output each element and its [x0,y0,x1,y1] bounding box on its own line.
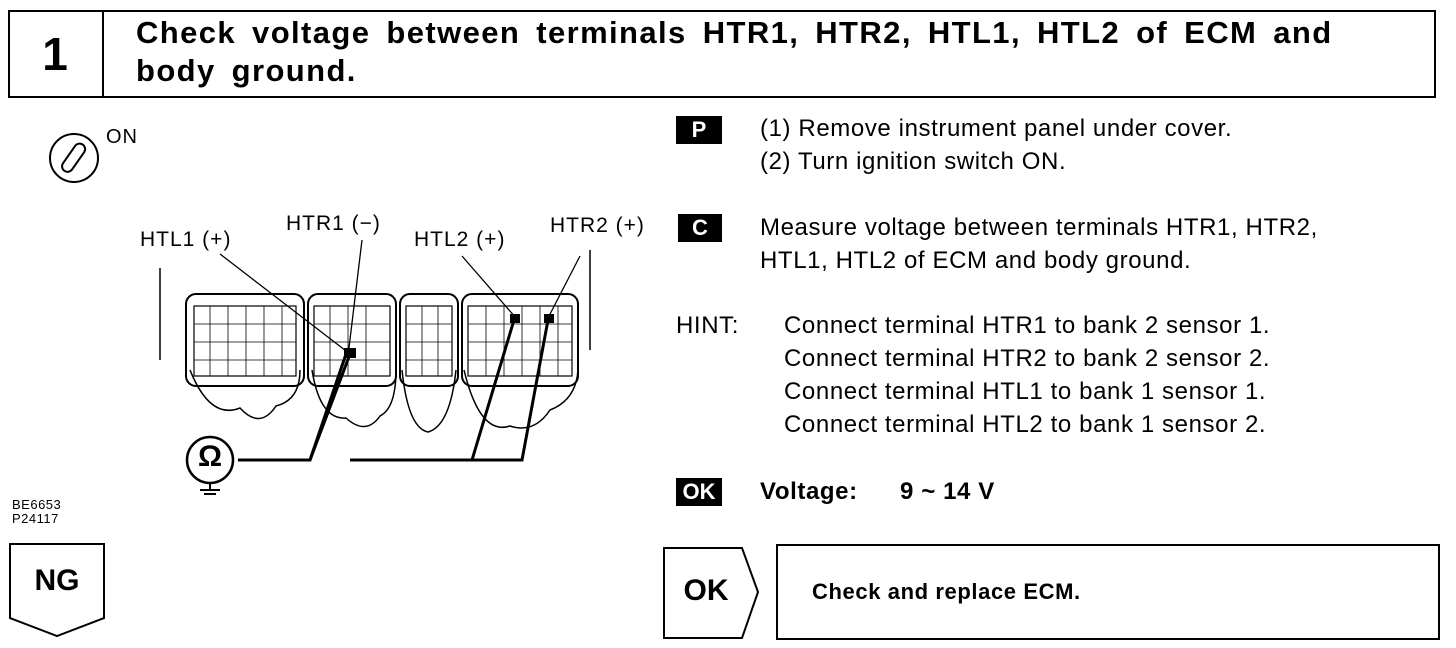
connector-block-3 [399,293,459,387]
prep-badge: P [676,116,722,144]
hint-4: Connect terminal HTL2 to bank 1 sensor 2… [784,411,1267,438]
connector-block-4 [461,293,579,387]
figure-code-2: P24117 [12,511,59,526]
spec-value: 9 ~ 14 V [900,478,995,505]
prep-step-2: (2) Turn ignition switch ON. [760,148,1067,175]
ignition-on-label: ON [106,126,138,148]
ng-label: NG [34,564,80,597]
ohmmeter-icon [184,434,240,500]
terminal-label-htl2: HTL2 (+) [414,228,506,251]
check-line-1: Measure voltage between terminals HTR1, … [760,214,1318,241]
ok-action-text: Check and replace ECM. [812,579,1081,604]
spec-label: Voltage: [760,478,858,505]
step-title: Check voltage between terminals HTR1, HT… [136,15,1333,88]
figure-code-1: BE6653 [12,497,62,512]
ecm-connector-diagram [159,240,591,462]
terminal-label-htl1: HTL1 (+) [140,228,232,251]
ignition-switch-icon [44,126,114,186]
terminal-label-htr1: HTR1 (−) [286,212,381,235]
connector-block-1 [185,293,305,387]
step-header [8,10,1436,98]
ok-action-box [776,544,1440,640]
ohm-symbol: Ω [197,440,223,473]
check-badge: C [678,214,722,242]
ok-label: OK [683,574,729,607]
hint-2: Connect terminal HTR2 to bank 2 sensor 2… [784,345,1271,372]
connector-block-2 [307,293,397,387]
ng-result-shape [9,543,105,638]
hint-1: Connect terminal HTR1 to bank 2 sensor 1… [784,312,1271,339]
ok-badge: OK [676,478,722,506]
check-line-2: HTL1, HTL2 of ECM and body ground. [760,247,1192,274]
ok-result-shape [663,547,760,639]
hint-label: HINT: [676,312,739,339]
hint-3: Connect terminal HTL1 to bank 1 sensor 1… [784,378,1267,405]
terminal-label-htr2: HTR2 (+) [550,214,645,237]
prep-step-1: (1) Remove instrument panel under cover. [760,115,1233,142]
step-number: 1 [8,10,104,98]
